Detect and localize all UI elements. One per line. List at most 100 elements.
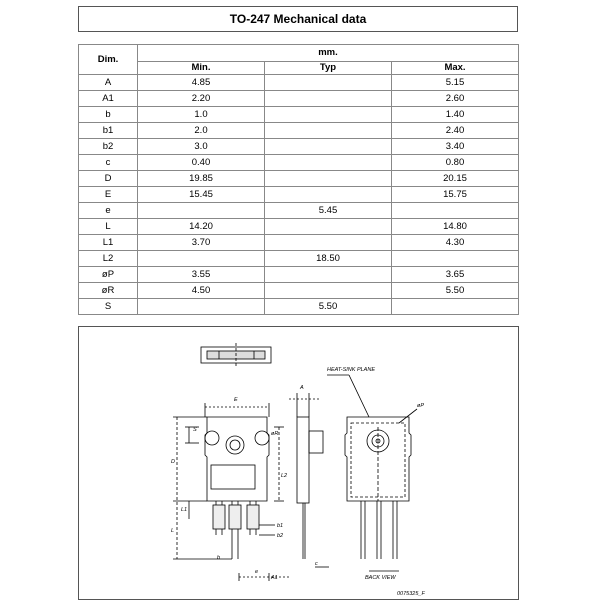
cell-max: 15.75 — [391, 186, 519, 203]
cell-max — [391, 250, 519, 267]
cell-max: 20.15 — [391, 170, 519, 187]
cell-dim: øP — [78, 266, 138, 283]
cell-min: 3.0 — [137, 138, 265, 155]
cell-typ — [264, 266, 392, 283]
label-c: c — [315, 561, 318, 567]
cell-dim: b2 — [78, 138, 138, 155]
cell-typ — [264, 122, 392, 139]
cell-typ — [264, 90, 392, 107]
cell-typ — [264, 234, 392, 251]
cell-min: 4.50 — [137, 282, 265, 299]
cell-min: 15.45 — [137, 186, 265, 203]
cell-min: 2.20 — [137, 90, 265, 107]
label-S: S — [193, 427, 197, 433]
cell-max: 5.15 — [391, 74, 519, 91]
mechanical-drawing: E S D L L1 L2 øR øP A A1 b b1 b2 c e HEA… — [78, 326, 519, 600]
cell-min: 3.70 — [137, 234, 265, 251]
label-A1: A1 — [270, 575, 278, 581]
cell-min: 2.0 — [137, 122, 265, 139]
cell-min — [137, 202, 265, 219]
cell-typ: 5.45 — [264, 202, 392, 219]
cell-typ — [264, 218, 392, 235]
cell-min: 1.0 — [137, 106, 265, 123]
cell-dim: D — [78, 170, 138, 187]
table-row: S 5.50 — [78, 298, 519, 315]
cell-dim: b1 — [78, 122, 138, 139]
cell-typ: 18.50 — [264, 250, 392, 267]
label-b2: b2 — [277, 533, 283, 539]
cell-typ — [264, 74, 392, 91]
side-view — [289, 393, 329, 568]
cell-max: 14.80 — [391, 218, 519, 235]
top-view — [200, 343, 272, 367]
label-b: b — [217, 555, 220, 561]
label-E: E — [234, 397, 238, 403]
label-L2: L2 — [281, 473, 287, 479]
label-b1: b1 — [277, 523, 283, 529]
cell-typ — [264, 170, 392, 187]
cell-min: 14.20 — [137, 218, 265, 235]
cell-max: 2.60 — [391, 90, 519, 107]
cell-dim: A — [78, 74, 138, 91]
drawing-labels: E S D L L1 L2 øR øP A A1 b b1 b2 c e HEA… — [171, 367, 425, 597]
heat-sink-plane-label: HEAT-SINK PLANE — [327, 367, 375, 373]
dim-header: Dim. — [78, 44, 138, 75]
cell-dim: e — [78, 202, 138, 219]
drawing-number: 0075325_F — [397, 591, 425, 597]
front-view — [173, 403, 289, 581]
cell-typ — [264, 186, 392, 203]
cell-max: 0.80 — [391, 154, 519, 171]
table-row: e 5.45 — [78, 202, 519, 219]
cell-dim: øR — [78, 282, 138, 299]
label-e: e — [255, 569, 258, 575]
cell-max: 4.30 — [391, 234, 519, 251]
cell-min — [137, 250, 265, 267]
cell-typ — [264, 138, 392, 155]
cell-max: 3.65 — [391, 266, 519, 283]
typ-header: Typ — [264, 61, 392, 75]
cell-min — [137, 298, 265, 315]
label-D: D — [171, 459, 175, 465]
back-view-label: BACK VIEW — [365, 575, 396, 581]
label-oP: øP — [417, 403, 424, 409]
cell-dim: E — [78, 186, 138, 203]
cell-dim: S — [78, 298, 138, 315]
cell-max — [391, 298, 519, 315]
cell-max — [391, 202, 519, 219]
max-header: Max. — [391, 61, 519, 75]
cell-max: 5.50 — [391, 282, 519, 299]
cell-dim: L1 — [78, 234, 138, 251]
cell-max: 3.40 — [391, 138, 519, 155]
cell-min: 19.85 — [137, 170, 265, 187]
cell-min: 0.40 — [137, 154, 265, 171]
label-A: A — [299, 385, 304, 391]
cell-min: 4.85 — [137, 74, 265, 91]
back-view — [327, 374, 418, 572]
label-L1: L1 — [181, 507, 187, 513]
unit-header: mm. — [137, 44, 519, 62]
cell-typ — [264, 154, 392, 171]
min-header: Min. — [137, 61, 265, 75]
cell-dim: b — [78, 106, 138, 123]
label-oR: øR — [271, 431, 278, 437]
cell-max: 1.40 — [391, 106, 519, 123]
cell-dim: L — [78, 218, 138, 235]
cell-typ: 5.50 — [264, 298, 392, 315]
cell-typ — [264, 106, 392, 123]
cell-max: 2.40 — [391, 122, 519, 139]
table-title: TO-247 Mechanical data — [78, 6, 518, 32]
